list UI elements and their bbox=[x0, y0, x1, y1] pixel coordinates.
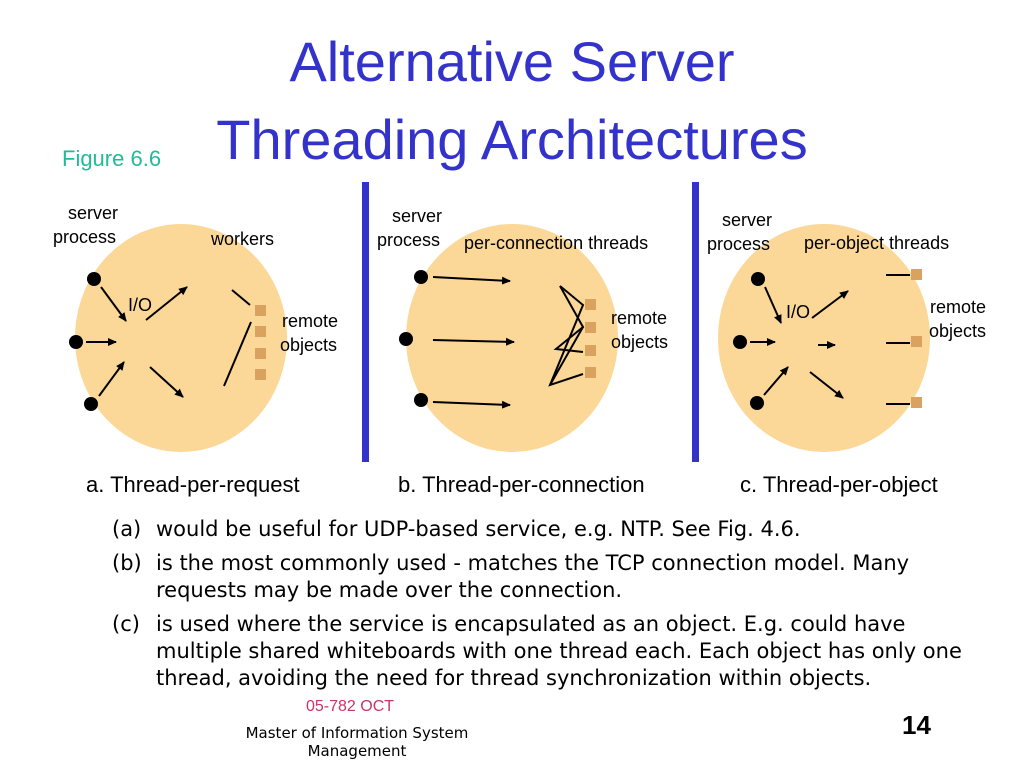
remote-object-square bbox=[911, 397, 922, 408]
note-tag: (c) bbox=[112, 612, 140, 636]
objects-label: objects bbox=[611, 332, 668, 352]
panel-thread-per-object: server process per-object threads I/O re… bbox=[707, 210, 986, 497]
figure-label: Figure 6.6 bbox=[62, 146, 162, 171]
remote-object-square bbox=[585, 299, 596, 310]
panel-caption: a. Thread-per-request bbox=[86, 472, 300, 497]
thread-object-links bbox=[549, 326, 584, 386]
client-dot bbox=[414, 270, 428, 284]
worker-arrow bbox=[149, 366, 184, 398]
request-arrow bbox=[100, 286, 127, 322]
thread-object-links bbox=[548, 285, 585, 387]
remote-label: remote bbox=[930, 297, 986, 317]
objects-label: objects bbox=[280, 335, 337, 355]
note-text: is the most commonly used - matches the … bbox=[156, 551, 910, 602]
server-label: server bbox=[68, 203, 118, 223]
footer-organization: Master of Information System Management bbox=[245, 724, 469, 760]
remote-object-square bbox=[585, 322, 596, 333]
panel-divider-2 bbox=[692, 182, 699, 462]
note-item: (b) is the most commonly used - matches … bbox=[112, 550, 962, 604]
note-text: is used where the service is encapsulate… bbox=[156, 612, 962, 690]
server-label: server bbox=[392, 206, 442, 226]
connection-arrow bbox=[432, 337, 515, 346]
server-process-circle bbox=[75, 224, 287, 452]
workers-label: workers bbox=[210, 229, 274, 249]
client-dot bbox=[750, 396, 764, 410]
process-label: process bbox=[377, 230, 440, 250]
per-connection-threads-label: per-connection threads bbox=[464, 233, 648, 253]
notes-list: (a) would be useful for UDP-based servic… bbox=[112, 516, 962, 699]
panel-caption: c. Thread-per-object bbox=[740, 472, 938, 497]
remote-object-square bbox=[255, 326, 266, 337]
note-item: (c) is used where the service is encapsu… bbox=[112, 611, 962, 692]
remote-object-square bbox=[255, 348, 266, 359]
panel-thread-per-connection: server process per-connection threads re… bbox=[377, 206, 668, 497]
remote-label: remote bbox=[282, 311, 338, 331]
slide-title-line-1: Alternative Server bbox=[289, 30, 735, 93]
client-dot bbox=[84, 397, 98, 411]
slide-title-line-2: Threading Architectures bbox=[216, 108, 808, 171]
per-object-threads-label: per-object threads bbox=[804, 233, 949, 253]
client-dot bbox=[414, 393, 428, 407]
remote-object-square bbox=[585, 345, 596, 356]
io-label: I/O bbox=[128, 295, 152, 315]
worker-line bbox=[223, 321, 252, 387]
client-dot bbox=[87, 272, 101, 286]
panel-caption: b. Thread-per-connection bbox=[398, 472, 645, 497]
worker-arrow bbox=[145, 286, 188, 321]
client-dot bbox=[751, 272, 765, 286]
request-arrow bbox=[763, 366, 789, 396]
client-dot bbox=[733, 335, 747, 349]
note-tag: (b) bbox=[112, 551, 142, 575]
process-label: process bbox=[53, 227, 116, 247]
remote-object-square bbox=[911, 269, 922, 280]
request-arrow bbox=[98, 361, 125, 397]
worker-line bbox=[231, 289, 251, 306]
client-dot bbox=[399, 332, 413, 346]
server-process-circle bbox=[718, 224, 930, 452]
panel-divider-1 bbox=[362, 182, 369, 462]
footer-date: 05-782 OCT bbox=[306, 698, 395, 715]
note-item: (a) would be useful for UDP-based servic… bbox=[112, 516, 962, 543]
client-dot bbox=[69, 335, 83, 349]
request-arrow bbox=[764, 286, 782, 324]
connection-arrow bbox=[432, 276, 511, 285]
note-text: would be useful for UDP-based service, e… bbox=[156, 517, 801, 541]
dispatch-arrow bbox=[809, 371, 844, 399]
server-process-circle bbox=[406, 224, 618, 452]
note-tag: (a) bbox=[112, 517, 142, 541]
dispatch-arrow bbox=[811, 290, 849, 319]
remote-object-square bbox=[255, 369, 266, 380]
remote-object-square bbox=[911, 336, 922, 347]
panel-thread-per-request: server process workers I/O remote object… bbox=[53, 203, 338, 497]
remote-label: remote bbox=[611, 308, 667, 328]
connection-arrow bbox=[432, 400, 511, 409]
page-number: 14 bbox=[902, 710, 931, 740]
server-label: server bbox=[722, 210, 772, 230]
process-label: process bbox=[707, 234, 770, 254]
io-label: I/O bbox=[786, 302, 810, 322]
remote-object-square bbox=[255, 305, 266, 316]
objects-label: objects bbox=[929, 321, 986, 341]
remote-object-square bbox=[585, 367, 596, 378]
